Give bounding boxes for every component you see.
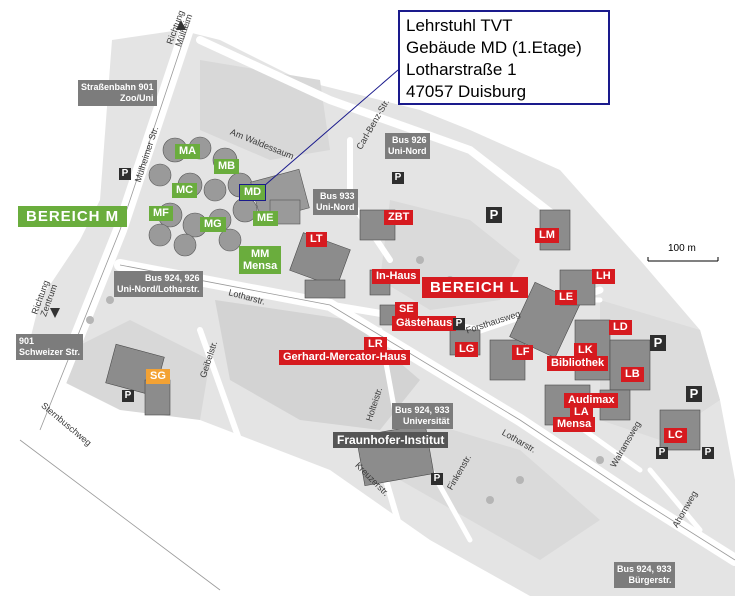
parking-icon: P bbox=[656, 447, 668, 459]
building-mm-code: MM bbox=[250, 248, 270, 260]
building-md[interactable]: MD bbox=[239, 184, 267, 201]
stop-name: Schweizer Str. bbox=[19, 347, 81, 357]
building-sg[interactable]: SG bbox=[146, 369, 170, 384]
building-lg[interactable]: LG bbox=[455, 342, 479, 357]
stop-line: Bus 933 bbox=[319, 191, 355, 201]
building-mf[interactable]: MF bbox=[149, 206, 173, 221]
parking-icon: P bbox=[486, 207, 502, 223]
pointer-line bbox=[263, 69, 399, 187]
stop-line: Straßenbahn 901 bbox=[81, 82, 154, 92]
stop-name: Bürgerstr. bbox=[628, 575, 672, 585]
building-me[interactable]: ME bbox=[253, 211, 278, 226]
stop-name: Zoo/Uni bbox=[120, 93, 154, 103]
stop-line: Bus 924, 933 bbox=[395, 405, 450, 415]
stop-line: 901 bbox=[19, 336, 35, 346]
area-label-bereich-l[interactable]: BEREICH L bbox=[422, 277, 528, 298]
building-lm[interactable]: LM bbox=[535, 228, 559, 243]
parking-icon: P bbox=[122, 390, 134, 402]
building-audimax[interactable]: Audimax bbox=[564, 393, 619, 408]
parking-icon: P bbox=[650, 335, 666, 351]
parking-icon: P bbox=[119, 168, 131, 180]
building-lb[interactable]: LB bbox=[621, 367, 644, 382]
building-gaestehaus[interactable]: Gästehaus bbox=[392, 316, 457, 331]
location-info-box: Lehrstuhl TVT Gebäude MD (1.Etage) Lotha… bbox=[398, 10, 610, 105]
stop-line: Bus 926 bbox=[391, 135, 427, 145]
area-label-bereich-m[interactable]: BEREICH M bbox=[18, 206, 128, 227]
parking-icon: P bbox=[702, 447, 714, 459]
building-bibliothek[interactable]: Bibliothek bbox=[547, 356, 609, 371]
building-lr[interactable]: LR bbox=[364, 337, 387, 352]
building-mb[interactable]: MB bbox=[214, 159, 240, 174]
stop-line: Bus 924, 926 bbox=[144, 273, 200, 283]
building-le[interactable]: LE bbox=[555, 290, 578, 305]
building-ma[interactable]: MA bbox=[175, 144, 201, 159]
building-se[interactable]: SE bbox=[395, 302, 418, 317]
stop-line: Bus 924, 933 bbox=[617, 564, 672, 574]
building-la[interactable]: LA bbox=[570, 405, 593, 420]
building-mm-name: Mensa bbox=[243, 260, 278, 272]
stop-bus-924-933-buergerstr[interactable]: Bus 924, 933 Bürgerstr. bbox=[614, 562, 675, 588]
infobox-line-2: Gebäude MD (1.Etage) bbox=[406, 38, 582, 57]
stop-strassenbahn-901-zoo-uni[interactable]: Straßenbahn 901 Zoo/Uni bbox=[78, 80, 157, 106]
building-lc[interactable]: LC bbox=[664, 428, 687, 443]
building-fraunhofer-institut[interactable]: Fraunhofer-Institut bbox=[333, 432, 449, 448]
building-ld[interactable]: LD bbox=[609, 320, 632, 335]
building-lf[interactable]: LF bbox=[512, 345, 534, 360]
arrow-north bbox=[176, 20, 186, 30]
infobox-line-4: 47057 Duisburg bbox=[406, 82, 527, 101]
stop-name: Uni-Nord bbox=[316, 202, 355, 212]
building-gerhard-mercator-haus[interactable]: Gerhard-Mercator-Haus bbox=[279, 350, 411, 365]
building-mensa[interactable]: Mensa bbox=[553, 417, 596, 432]
parking-icon: P bbox=[686, 386, 702, 402]
building-zbt[interactable]: ZBT bbox=[384, 210, 414, 225]
scale-label: 100 m bbox=[668, 243, 696, 254]
arrow-south bbox=[50, 308, 60, 318]
stop-bus-924-933-universitaet[interactable]: Bus 924, 933 Universität bbox=[392, 403, 453, 429]
stop-name: Uni-Nord bbox=[388, 146, 427, 156]
infobox-line-1: Lehrstuhl TVT bbox=[406, 16, 513, 35]
stop-bus-926-uni-nord[interactable]: Bus 926 Uni-Nord bbox=[385, 133, 430, 159]
stop-bus-924-926-lotharstr[interactable]: Bus 924, 926 Uni-Nord/Lotharstr. bbox=[114, 271, 203, 297]
stop-901-schweizer-str[interactable]: 901 Schweizer Str. bbox=[16, 334, 84, 360]
stop-name: Uni-Nord/Lotharstr. bbox=[117, 284, 200, 294]
building-mc[interactable]: MC bbox=[172, 183, 198, 198]
building-mm[interactable]: MM Mensa bbox=[239, 246, 282, 274]
stop-name: Universität bbox=[403, 416, 450, 426]
building-lh[interactable]: LH bbox=[592, 269, 615, 284]
building-lk[interactable]: LK bbox=[574, 343, 597, 358]
building-mg[interactable]: MG bbox=[200, 217, 226, 232]
building-in-haus[interactable]: In-Haus bbox=[372, 269, 421, 284]
parking-icon: P bbox=[431, 473, 443, 485]
stop-bus-933-uni-nord[interactable]: Bus 933 Uni-Nord bbox=[313, 189, 358, 215]
parking-icon: P bbox=[453, 318, 465, 330]
parking-icon: P bbox=[392, 172, 404, 184]
infobox-line-3: Lotharstraße 1 bbox=[406, 60, 517, 79]
building-lt[interactable]: LT bbox=[306, 232, 327, 247]
scale-bar bbox=[647, 257, 719, 262]
